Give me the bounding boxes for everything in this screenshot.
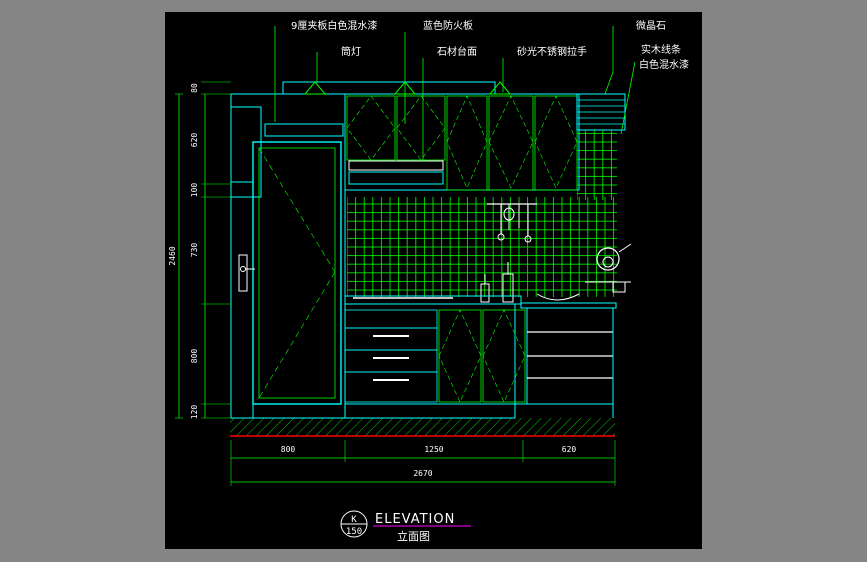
- mosaic-backsplash: [347, 197, 617, 297]
- mosaic-side-wall: [577, 130, 617, 200]
- counter-objects: [480, 243, 632, 303]
- horizontal-dimension-chain: [230, 440, 616, 486]
- ceiling-soffit: [282, 81, 496, 95]
- dim-backsplash: 730: [190, 243, 199, 258]
- dim-width-middle: 1250: [424, 445, 443, 454]
- dim-top: 80: [190, 83, 199, 93]
- label-plywood-paint: 9厘夹板白色混水漆: [291, 19, 377, 32]
- label-downlight: 筒灯: [341, 45, 361, 58]
- title-block: [340, 510, 471, 538]
- door-handle: [238, 254, 248, 292]
- right-shelf-rack: [576, 93, 626, 131]
- section-symbol-top: K: [351, 515, 357, 525]
- title-chinese: 立面图: [397, 529, 430, 543]
- range-hood: [348, 160, 444, 171]
- kettle-icon: [596, 247, 620, 271]
- upper-cabinets: [344, 93, 580, 191]
- downlight-icons: [303, 81, 512, 95]
- label-blue-board: 蓝色防火板: [423, 19, 473, 32]
- dim-total-height: 2460: [168, 246, 177, 265]
- title-english: ELEVATION: [375, 512, 455, 527]
- tall-cabinet: [230, 93, 346, 419]
- label-white-paint: 白色混水漆: [639, 58, 689, 71]
- dim-width-right: 620: [562, 445, 577, 454]
- dim-width-left: 800: [281, 445, 296, 454]
- kitchen-elevation-drawing: 80 620 100 730 800 120 2460 800 1250 620…: [168, 19, 689, 543]
- utensil-rail: [487, 203, 537, 243]
- drawing-sheet: 80 620 100 730 800 120 2460 800 1250 620…: [165, 12, 702, 549]
- dim-base-cabinet: 800: [190, 349, 199, 364]
- label-stone-counter: 石材台面: [437, 45, 477, 58]
- vertical-dimension-chain: [175, 81, 231, 419]
- dim-plinth: 120: [190, 405, 199, 420]
- dim-upper-cabinet: 620: [190, 133, 199, 148]
- annotation-leaders: [274, 26, 636, 162]
- label-wood-trim: 实木线条: [641, 43, 681, 56]
- base-cabinets: [344, 303, 614, 419]
- label-steel-handle: 砂光不锈钢拉手: [517, 45, 587, 58]
- floor-hatch: [230, 418, 615, 436]
- section-symbol-bottom: 150: [346, 527, 362, 537]
- dim-gap: 100: [190, 183, 199, 198]
- label-micro-crystal: 微晶石: [636, 19, 666, 32]
- dim-width-total: 2670: [413, 469, 432, 478]
